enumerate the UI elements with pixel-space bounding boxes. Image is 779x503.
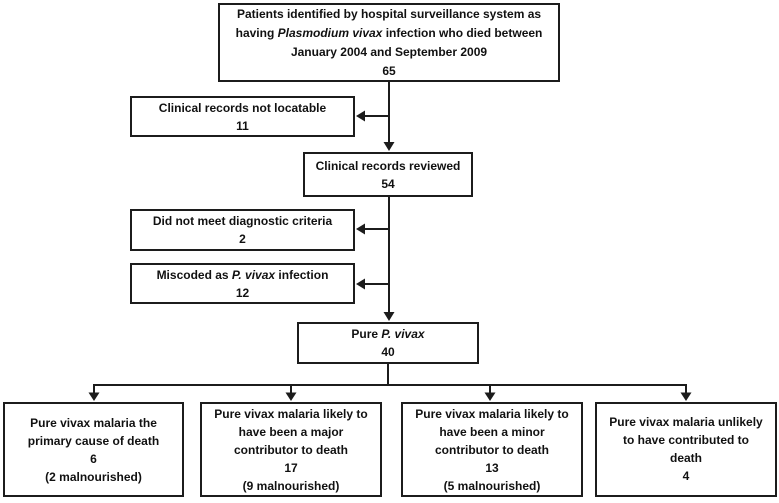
not-locatable-box: Clinical records not locatable 11 bbox=[130, 96, 355, 137]
outcome-4-line3: death bbox=[669, 451, 702, 465]
outcome-2-count: 17 bbox=[284, 460, 298, 475]
top-box-line2-italic: Plasmodium vivax bbox=[277, 25, 383, 40]
diagnostic-count: 2 bbox=[239, 232, 246, 246]
arrowhead-down-reviewed bbox=[383, 142, 395, 151]
arrowhead-down-pure bbox=[383, 312, 395, 321]
miscoded-label: Miscoded as P. vivax infection bbox=[157, 266, 329, 284]
pure-label-pre: Pure bbox=[351, 327, 382, 341]
miscoded-label-italic: P. vivax bbox=[231, 267, 276, 282]
arrowheads bbox=[88, 110, 692, 401]
top-box: Patients identified by hospital surveill… bbox=[218, 3, 560, 82]
arrowhead-left-not-locatable bbox=[356, 110, 365, 122]
outcome-1-note: (2 malnourished) bbox=[45, 469, 142, 484]
reviewed-count: 54 bbox=[381, 176, 395, 191]
top-box-line1: Patients identified by hospital surveill… bbox=[236, 6, 542, 21]
top-box-count: 65 bbox=[382, 63, 396, 78]
arrowhead-left-diagnostic bbox=[356, 223, 365, 235]
outcome-box-major-contributor: Pure vivax malaria likely to have been a… bbox=[200, 402, 382, 497]
outcome-4-line2: to have contributed to bbox=[623, 433, 749, 447]
outcome-2-note: (9 malnourished) bbox=[242, 478, 340, 493]
arrowhead-down-outcome-2 bbox=[285, 392, 297, 401]
outcome-2-line3: contributor to death bbox=[234, 442, 348, 457]
outcome-4-line1: Pure vivax malaria unlikely bbox=[609, 415, 763, 429]
pure-count: 40 bbox=[381, 345, 395, 359]
top-box-line2-pre: having bbox=[235, 25, 278, 40]
reviewed-box: Clinical records reviewed 54 bbox=[303, 152, 473, 197]
pure-label: Pure P. vivax bbox=[351, 325, 424, 343]
not-locatable-label: Clinical records not locatable bbox=[158, 100, 327, 115]
outcome-box-minor-contributor: Pure vivax malaria likely to have been a… bbox=[401, 402, 583, 497]
top-box-line3: January 2004 and September 2009 bbox=[290, 44, 488, 59]
outcome-2-line2: have been a major bbox=[238, 424, 344, 439]
outcome-1-count: 6 bbox=[90, 451, 97, 466]
outcome-1-line2: primary cause of death bbox=[27, 433, 160, 448]
top-box-line2-post: infection who died between bbox=[382, 25, 543, 40]
outcome-box-unlikely-contributor: Pure vivax malaria unlikely to have cont… bbox=[595, 402, 777, 497]
outcome-box-primary-cause: Pure vivax malaria the primary cause of … bbox=[3, 402, 184, 497]
diagnostic-box: Did not meet diagnostic criteria 2 bbox=[130, 209, 355, 251]
outcome-3-line3: contributor to death bbox=[435, 442, 549, 457]
not-locatable-count: 11 bbox=[236, 118, 249, 133]
outcome-3-line1: Pure vivax malaria likely to bbox=[415, 406, 569, 421]
arrowhead-down-outcome-3 bbox=[484, 392, 496, 401]
miscoded-label-post: infection bbox=[275, 267, 329, 282]
arrowhead-left-miscoded bbox=[356, 278, 365, 290]
miscoded-count: 12 bbox=[235, 285, 250, 300]
outcome-3-count: 13 bbox=[485, 460, 499, 475]
arrowhead-down-outcome-1 bbox=[88, 392, 100, 401]
top-box-line2: having Plasmodium vivax infection who di… bbox=[236, 24, 543, 43]
miscoded-label-pre: Miscoded as bbox=[156, 267, 232, 282]
outcome-1-line1: Pure vivax malaria the bbox=[30, 415, 157, 430]
outcome-3-note: (5 malnourished) bbox=[443, 478, 541, 493]
outcome-4-count: 4 bbox=[682, 469, 690, 483]
connector-segments bbox=[93, 82, 687, 394]
miscoded-box: Miscoded as P. vivax infection 12 bbox=[130, 263, 355, 304]
outcome-2-line1: Pure vivax malaria likely to bbox=[214, 406, 368, 421]
reviewed-label: Clinical records reviewed bbox=[315, 158, 461, 173]
pure-box: Pure P. vivax 40 bbox=[297, 322, 479, 364]
outcome-3-line2: have been a minor bbox=[439, 424, 545, 439]
pure-label-italic: P. vivax bbox=[381, 327, 425, 341]
arrowhead-down-outcome-4 bbox=[680, 392, 692, 401]
diagnostic-label: Did not meet diagnostic criteria bbox=[152, 214, 333, 228]
